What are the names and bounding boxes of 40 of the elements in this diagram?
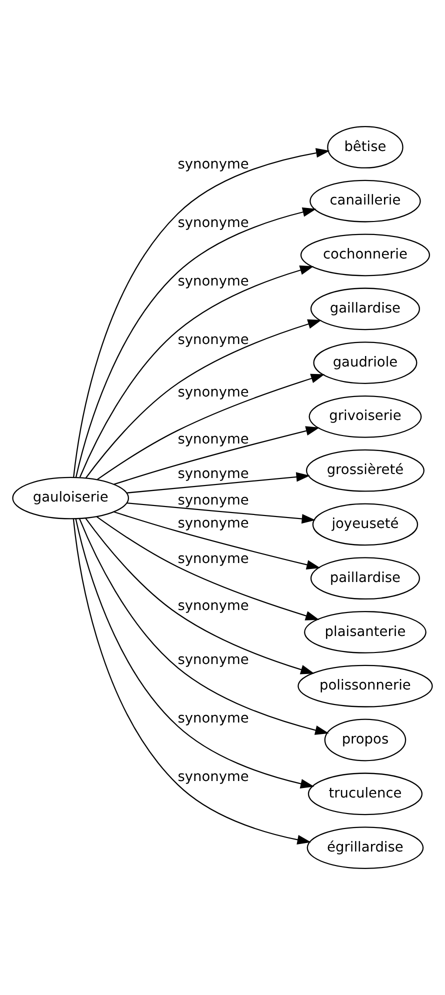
arrow <box>72 518 312 844</box>
node-ellipse: propos <box>324 718 406 762</box>
arrow <box>79 518 329 735</box>
node-ellipse: truculence <box>308 772 423 816</box>
node-ellipse: grivoiserie <box>308 395 422 438</box>
edge-label: synonyme <box>178 466 249 482</box>
edge-label: synonyme <box>178 274 249 290</box>
edge-label: synonyme <box>178 432 249 448</box>
arrow <box>79 265 314 478</box>
node-ellipse: grossièreté <box>306 449 424 492</box>
node-ellipse: bêtise <box>327 126 404 168</box>
arrow <box>85 518 314 674</box>
edge-label: synonyme <box>178 768 249 785</box>
node-ellipse: canaillerie <box>310 180 421 222</box>
arrow <box>75 518 314 788</box>
arrow <box>127 502 316 524</box>
arrow <box>73 148 330 478</box>
edge-label: synonyme <box>178 332 249 348</box>
edge-label: synonyme <box>178 215 249 232</box>
arrow <box>126 472 310 494</box>
edge-label: synonyme <box>178 156 249 173</box>
edge-label: synonyme <box>178 492 249 508</box>
edge-label: synonyme <box>178 710 249 726</box>
node-ellipse: paillardise <box>310 557 420 600</box>
edge-label: synonyme <box>178 550 249 567</box>
node-ellipse: gaudriole <box>313 342 418 384</box>
node-ellipse: joyeuseté <box>312 503 418 546</box>
edge-label: synonyme <box>178 598 249 614</box>
edge-label: synonyme <box>178 652 249 668</box>
node-ellipse: égrillardise <box>306 826 424 869</box>
arrow <box>96 516 320 620</box>
arrow <box>97 374 325 480</box>
node-ellipse: gauloiserie <box>12 476 130 520</box>
arrow <box>75 207 316 478</box>
node-ellipse: gaillardise <box>310 288 420 330</box>
arrow <box>85 319 322 478</box>
edge-label: synonyme <box>178 515 249 532</box>
arrow <box>114 511 320 570</box>
arrow <box>114 426 320 485</box>
edge-label: synonyme <box>178 384 249 401</box>
